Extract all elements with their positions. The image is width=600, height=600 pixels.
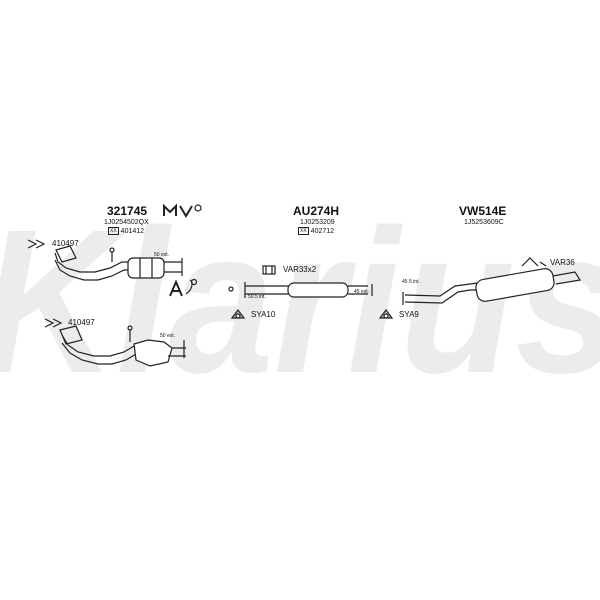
dim-mid-left: 50.5 int.: [248, 294, 266, 300]
pipe-clamp-icon: [228, 286, 234, 292]
dim-cat-bottom: 50 ext.: [160, 333, 176, 339]
clamp-icon-a: [27, 239, 46, 249]
front-catalyst-bottom: [59, 325, 186, 367]
clamp-icon-b: [44, 318, 63, 328]
front-catalyst-top: [54, 245, 183, 281]
rear-silencer: [402, 268, 581, 305]
m-logo-icon: [163, 203, 202, 218]
oem-number-1: 1J0254502QX: [104, 219, 149, 226]
dim-mid-right: 45 ext.: [354, 289, 370, 295]
ref-number-2-text: 402712: [310, 227, 335, 235]
clamp-label-b: 410497: [68, 318, 95, 327]
a-logo-icon: [169, 278, 198, 297]
ref-box-icon: XX: [108, 227, 119, 235]
gasket-icon: [262, 265, 276, 275]
clamp-label-a: 410497: [52, 239, 79, 248]
dim-rear: 45.5 int.: [402, 279, 420, 285]
var-label-right: VAR36: [550, 258, 575, 267]
part-number-3: VW514E: [459, 204, 507, 218]
oem-number-3: 1J5253609C: [464, 219, 504, 226]
part-number-2: AU274H: [293, 204, 340, 218]
oem-number-2: 1J0253209: [300, 219, 335, 226]
hanger-icon: [521, 257, 547, 267]
ref-box-icon: XX: [298, 227, 309, 235]
var-label-top: VAR33x2: [283, 265, 317, 274]
part-number-1: 321745: [107, 204, 148, 218]
mount-icon-left: [230, 309, 246, 319]
sya-label-right: SYA9: [399, 310, 419, 319]
sya-label-left: SYA10: [251, 310, 276, 319]
middle-silencer: [244, 282, 373, 298]
mount-icon-right: [378, 309, 394, 319]
ref-number-1-text: 401412: [120, 227, 145, 235]
dim-cat-top: 50 ext.: [154, 252, 170, 258]
watermark-text: Klarius: [0, 187, 600, 416]
